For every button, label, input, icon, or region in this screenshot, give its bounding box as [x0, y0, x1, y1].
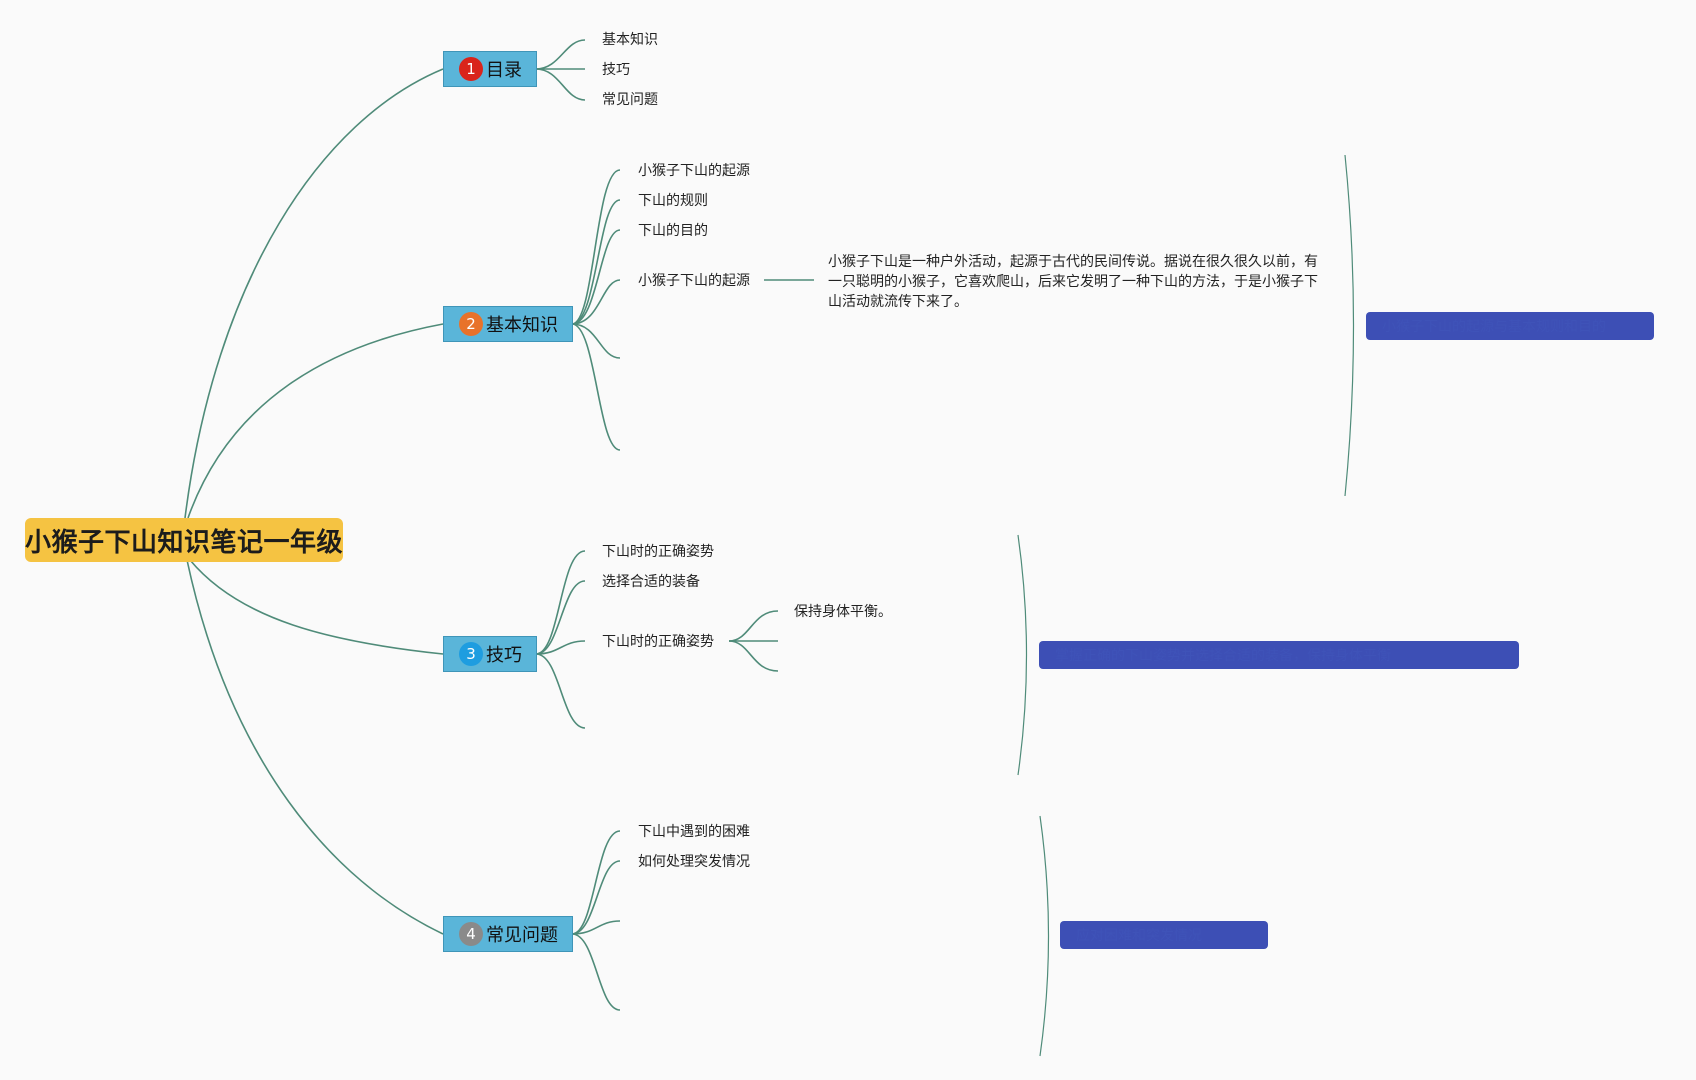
leaf-catalog-faq[interactable]: 常见问题: [602, 92, 658, 108]
number-4-badge: 4: [459, 922, 483, 946]
summary-basics[interactable]: 小猴子下山的起源与基本规则和目的: [1366, 312, 1654, 340]
leaf-difficulties[interactable]: 下山中遇到的困难: [638, 824, 750, 840]
branch-basics[interactable]: 2 基本知识: [443, 306, 573, 342]
summary-skills[interactable]: 掌握正确的下山姿势并选择合适的装备，保持身体平衡: [1039, 641, 1519, 669]
leaf-emergencies[interactable]: 如何处理突发情况: [638, 854, 750, 870]
branch-faq[interactable]: 4 常见问题: [443, 916, 573, 952]
branch-catalog-label: 目录: [486, 60, 522, 81]
number-1-badge: 1: [459, 57, 483, 81]
branch-faq-label: 常见问题: [486, 925, 558, 946]
leaf-catalog-skills[interactable]: 技巧: [602, 62, 630, 78]
branch-skills-label: 技巧: [486, 645, 522, 666]
branch-basics-label: 基本知识: [486, 315, 558, 336]
summary-faq[interactable]: 应对困难和突发情况: [1060, 921, 1268, 949]
leaf-catalog-basics[interactable]: 基本知识: [602, 32, 658, 48]
leaf-balance[interactable]: 保持身体平衡。: [794, 604, 892, 620]
leaf-posture-detail[interactable]: 下山时的正确姿势: [602, 634, 714, 650]
branch-skills[interactable]: 3 技巧: [443, 636, 537, 672]
leaf-purpose[interactable]: 下山的目的: [638, 223, 708, 239]
leaf-posture[interactable]: 下山时的正确姿势: [602, 544, 714, 560]
origin-description[interactable]: 小猴子下山是一种户外活动，起源于古代的民间传说。据说在很久很久以前，有一只聪明的…: [828, 254, 1318, 310]
number-3-badge: 3: [459, 642, 483, 666]
root-topic[interactable]: 小猴子下山知识笔记一年级: [25, 518, 343, 562]
number-2-badge: 2: [459, 312, 483, 336]
leaf-origin[interactable]: 小猴子下山的起源: [638, 163, 750, 179]
branch-catalog[interactable]: 1 目录: [443, 51, 537, 87]
leaf-equipment[interactable]: 选择合适的装备: [602, 574, 700, 590]
leaf-origin-detail[interactable]: 小猴子下山的起源: [638, 273, 750, 289]
leaf-rules[interactable]: 下山的规则: [638, 193, 708, 209]
